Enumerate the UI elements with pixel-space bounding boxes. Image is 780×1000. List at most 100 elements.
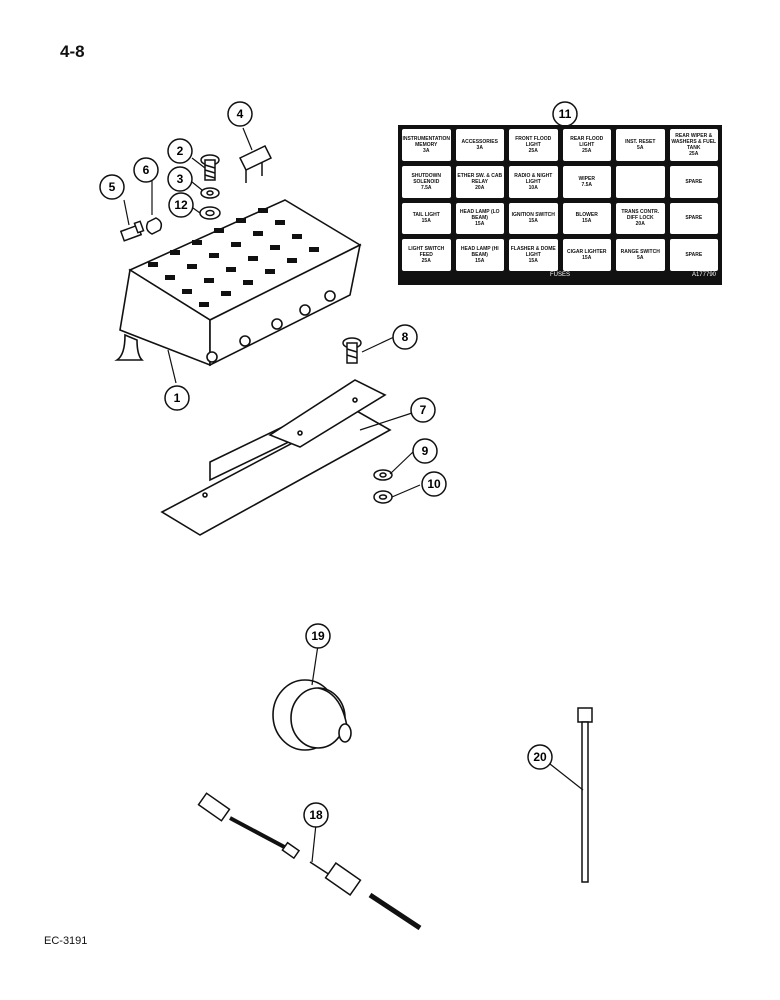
hex-nut: [373, 490, 393, 504]
fuse-label: SPARE: [685, 252, 703, 259]
fuse-legend-cell: SPARE: [669, 202, 718, 235]
fuse-label: TRANS CONTR. DIFF LOCK: [621, 209, 660, 222]
bolt: [342, 337, 362, 364]
callout-10: 10: [421, 471, 447, 497]
fuse-rating: 20A: [635, 221, 645, 228]
mounting-bracket: [160, 379, 392, 536]
bracket-base: [160, 409, 392, 536]
cable-tie: [577, 707, 593, 883]
fuse-label: IGNITION SWITCH: [511, 212, 555, 219]
screw: [200, 154, 220, 181]
fuse-rating: 25A: [689, 150, 699, 157]
callouts: 1 2 3 4 5 6 7 8 9 10 11 12 18 19 20: [99, 101, 578, 828]
fuse-rating: 5A: [637, 255, 644, 262]
fuse-legend-cell: HEAD LAMP (LO BEAM)15A: [455, 202, 504, 235]
fuse-label: WIPER: [578, 175, 595, 182]
callout-8: 8: [392, 324, 418, 350]
fuse-label: ACCESSORIES: [461, 138, 498, 145]
fuse-label: REAR FLOOD LIGHT: [570, 135, 604, 148]
fuse-label: REAR WIPER & WASHERS & FUEL TANK: [671, 132, 717, 151]
fuse-rating: 15A: [528, 218, 538, 225]
mounting-tabs: [114, 290, 336, 363]
fuse-rating: 15A: [528, 258, 538, 265]
fuse-label: SPARE: [685, 215, 703, 222]
nut: [199, 206, 221, 220]
fuse-rating: 15A: [475, 258, 485, 265]
callout-9: 9: [412, 438, 438, 464]
fuse-label: BLOWER: [575, 212, 598, 219]
fuse-label: FRONT FLOOD LIGHT: [515, 135, 552, 148]
fuse-legend-footer: FUSES A177790: [402, 271, 718, 280]
lock-washer: [373, 469, 393, 481]
callout-19: 19: [305, 623, 331, 649]
callout-20: 20: [527, 744, 553, 770]
svg-text:5: 5: [109, 180, 116, 194]
fuse-rating: 10A: [528, 184, 538, 191]
callout-12: 12: [168, 192, 194, 218]
document-code: EC-3191: [44, 935, 88, 947]
fuse-slots: [148, 208, 319, 307]
fuse-label: HEAD LAMP (LO BEAM): [459, 209, 500, 222]
callout-11: 11: [552, 101, 578, 127]
fuse-rating: 15A: [582, 255, 592, 262]
sender-cable: [197, 792, 422, 931]
connector-plug: [119, 220, 145, 242]
callout-2: 2: [167, 138, 193, 164]
fuse-legend-cell: SPARE: [669, 239, 718, 271]
fuse-block: [114, 199, 362, 367]
callout-3: 3: [167, 166, 193, 192]
fuse-rating: 7.5A: [420, 184, 432, 191]
fuse-legend-title: FUSES: [549, 272, 570, 278]
svg-text:11: 11: [559, 107, 572, 121]
callout-5: 5: [99, 174, 125, 200]
fuse-rating: 15A: [421, 218, 431, 225]
fuse-legend-cell: [616, 165, 665, 198]
fuse-legend-cell: SPARE: [669, 165, 718, 198]
blade-fuse: [238, 145, 273, 183]
svg-text:9: 9: [422, 444, 429, 458]
fuse-rating: 25A: [528, 147, 538, 154]
fuse-label: INST. RESET: [625, 138, 656, 145]
buzzer: [272, 679, 352, 751]
fuse-rating: 3A: [476, 144, 483, 151]
page-number: 4-8: [60, 42, 85, 61]
fuse-rating: 15A: [582, 218, 592, 225]
svg-text:3: 3: [177, 172, 184, 186]
fuse-block-side: [209, 243, 362, 367]
fuse-rating: 25A: [582, 147, 592, 154]
svg-text:10: 10: [427, 477, 441, 491]
fuse-rating: 20A: [475, 184, 485, 191]
bracket-flange: [268, 379, 387, 448]
fuse-legend-code: A177790: [691, 272, 716, 278]
fuse-rating: 5A: [637, 144, 644, 151]
fuse-label: HEAD LAMP (HI BEAM): [460, 246, 499, 259]
fuse-rating: 25A: [421, 258, 431, 265]
fuse-rating: 15A: [475, 221, 485, 228]
fuse-label: SPARE: [685, 178, 703, 185]
fuse-rating: 7.5A: [581, 181, 593, 188]
fuse-label: ETHER SW. & CAB RELAY: [457, 172, 503, 185]
leader-lines: [123, 127, 584, 863]
svg-text:2: 2: [177, 144, 184, 158]
fuse-label: TAIL LIGHT: [412, 212, 440, 219]
callout-1: 1: [164, 385, 190, 411]
svg-text:19: 19: [311, 629, 325, 643]
terminal-clip: [145, 217, 163, 235]
svg-text:6: 6: [143, 163, 150, 177]
callout-6: 6: [133, 157, 159, 183]
fuse-label: LIGHT SWITCH FEED: [408, 246, 445, 259]
callout-4: 4: [227, 101, 253, 127]
